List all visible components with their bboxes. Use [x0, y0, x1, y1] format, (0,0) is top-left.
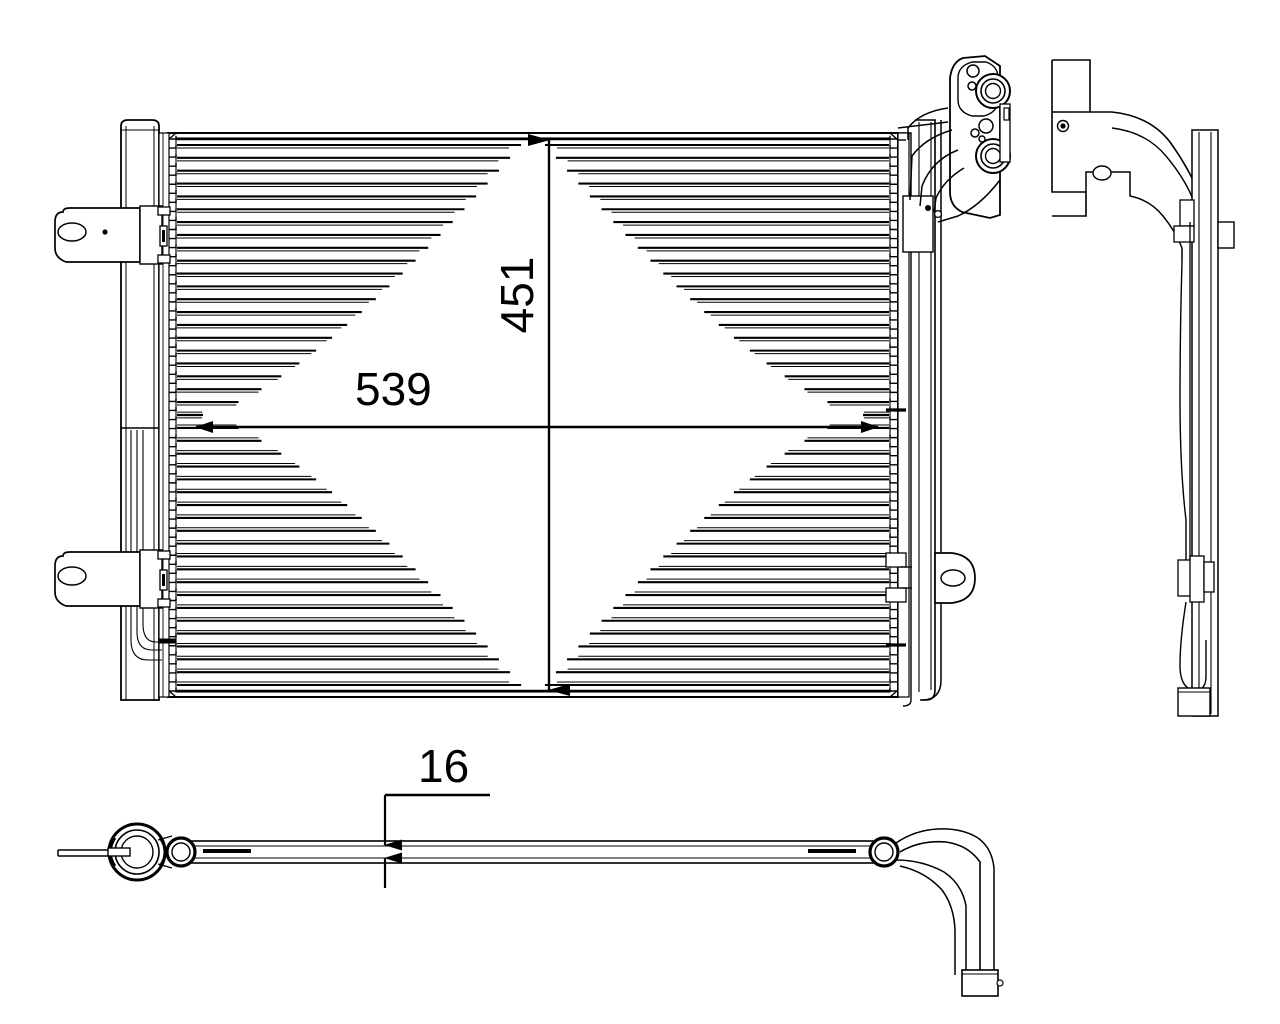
depth-dimension-label: 16	[418, 740, 469, 792]
flange-hole-upper	[966, 64, 980, 78]
section-core-band	[184, 840, 876, 864]
depth-dimension: 16	[383, 740, 490, 888]
right-tank	[897, 119, 942, 707]
height-dimension: 451	[491, 134, 570, 696]
lower-left-mounting-bracket	[54, 549, 171, 609]
left-edge-fastener-marks	[158, 638, 176, 644]
side-profile-core	[1173, 129, 1235, 717]
section-left-fitting	[57, 822, 197, 882]
right-side-view	[1051, 59, 1235, 717]
height-dimension-label: 451	[491, 257, 543, 334]
core-frame	[167, 132, 899, 698]
lower-right-mounting-bracket	[885, 552, 976, 604]
connector-flange	[897, 55, 1011, 223]
top-section-view	[57, 822, 1004, 997]
width-dimension-label: 539	[355, 363, 432, 415]
left-tube-end-ticks	[169, 135, 177, 692]
core-fin-pattern	[177, 143, 889, 687]
front-view	[54, 55, 1011, 707]
right-tube-end-ticks	[889, 135, 897, 692]
right-edge-fastener-marks	[886, 408, 906, 647]
flange-hole-lower	[978, 118, 994, 134]
section-right-pipe-assembly	[868, 828, 1004, 997]
upper-left-mounting-bracket	[54, 205, 171, 265]
